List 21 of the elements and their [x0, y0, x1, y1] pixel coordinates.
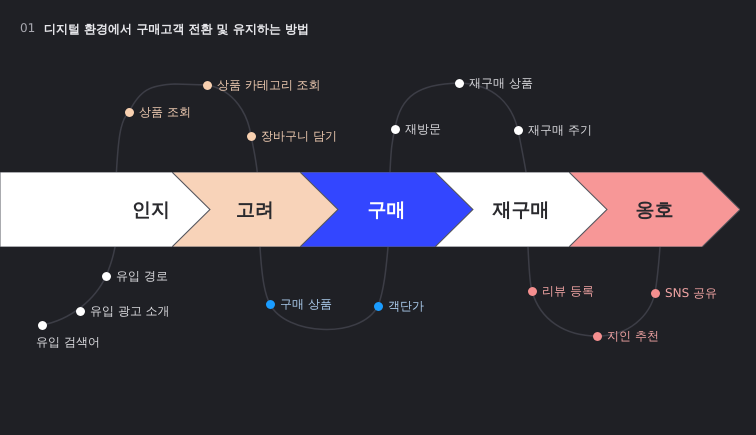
chevron-step: 재구매 — [435, 172, 607, 247]
step-label: 상품 조회 — [139, 105, 191, 119]
step-label: 재구매 상품 — [469, 76, 533, 90]
chevron-step: 구매 — [300, 172, 473, 247]
section-number: 01 — [20, 21, 36, 35]
step-label: 재방문 — [405, 122, 441, 136]
step-label: 리뷰 등록 — [542, 284, 594, 298]
chevron-step: 인지 — [0, 172, 210, 247]
chevron-step: 고려 — [172, 172, 338, 247]
step-label: 유입 검색어 — [36, 335, 100, 349]
step-label: SNS 공유 — [665, 286, 718, 300]
step-label: 유입 경로 — [116, 269, 168, 283]
step-label: 상품 카테고리 조회 — [217, 78, 321, 92]
page-title: 디지털 환경에서 구매고객 전환 및 유지하는 방법 — [44, 21, 310, 38]
step-label: 재구매 주기 — [528, 123, 592, 137]
step-label: 구매 상품 — [280, 297, 332, 311]
chevron-step: 옹호 — [569, 172, 740, 247]
step-label: 지인 추천 — [607, 329, 659, 343]
step-label: 유입 광고 소개 — [90, 304, 170, 318]
step-label: 장바구니 담기 — [261, 129, 337, 143]
step-label: 객단가 — [388, 299, 424, 313]
